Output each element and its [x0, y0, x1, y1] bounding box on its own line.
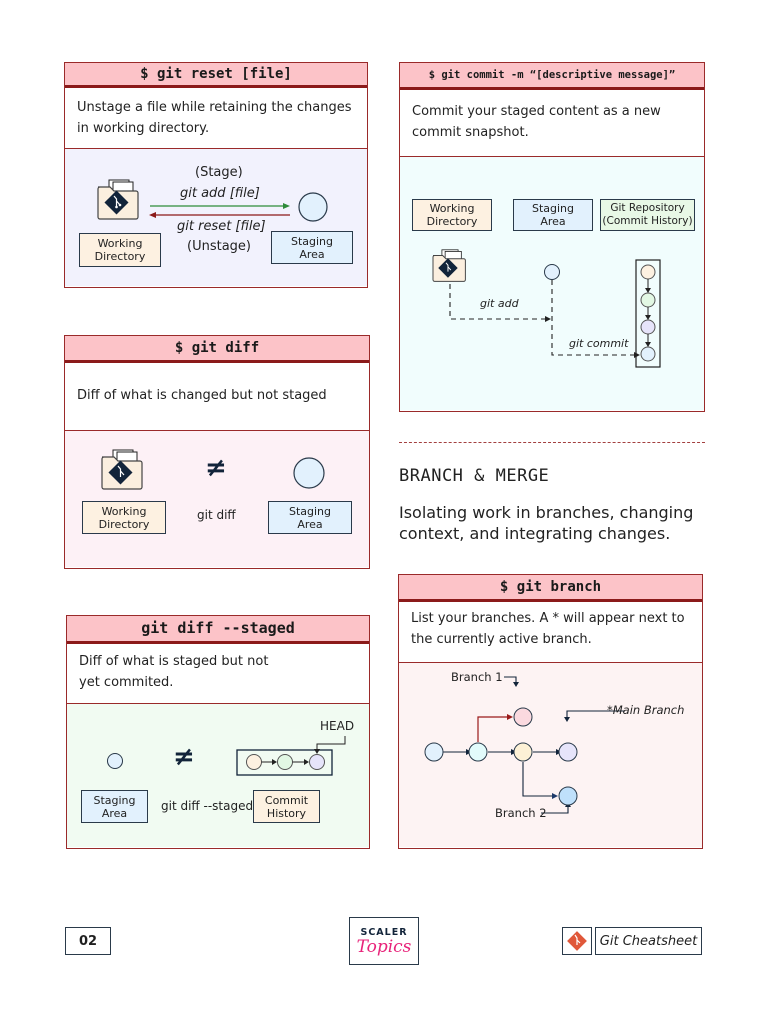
git-diff-diagram: ≠ Working Directory git diff Staging Are… — [65, 431, 369, 567]
document-title: Git Cheatsheet — [599, 933, 698, 949]
commit-node-3 — [640, 319, 656, 335]
branch2-node — [558, 786, 578, 806]
head-label: HEAD — [320, 719, 355, 733]
staging-area-label: Staging Area — [271, 231, 353, 264]
git-logo-icon — [567, 931, 587, 951]
git-reset-diagram: (Stage) git add [file] git reset [file] … — [65, 149, 367, 286]
page-number: 02 — [65, 927, 111, 955]
git-reset-card: $ git reset [file] Unstage a file while … — [64, 62, 368, 288]
commit-node — [424, 742, 444, 762]
git-add-label: git add — [480, 297, 519, 310]
git-commit-description: Commit your staged content as a new comm… — [400, 90, 704, 157]
git-reset-description: Unstage a file while retaining the chang… — [65, 88, 367, 149]
main-head-node — [558, 742, 578, 762]
commit-node — [468, 742, 488, 762]
git-commit-label: git commit — [569, 337, 629, 350]
staging-area-label: Staging Area — [513, 199, 593, 231]
logo-bottom-text: Topics — [356, 936, 412, 957]
git-diff-staged-description: Diff of what is staged but not yet commi… — [67, 644, 369, 704]
scaler-topics-logo: SCALER Topics — [349, 917, 419, 965]
repository-stack — [635, 259, 661, 368]
git-branch-command: $ git branch — [399, 575, 702, 602]
git-diff-staged-label: git diff --staged — [161, 799, 254, 813]
folder-git-icon — [97, 179, 139, 220]
git-branch-description: List your branches. A * will appear next… — [399, 602, 702, 663]
git-commit-card: $ git commit -m “[descriptive message]” … — [399, 62, 705, 412]
git-diff-staged-command: git diff --staged — [67, 616, 369, 644]
staging-area-label: Staging Area — [268, 501, 352, 534]
git-repository-label: Git Repository (Commit History) — [600, 199, 695, 231]
commit-node — [513, 742, 533, 762]
section-title: BRANCH & MERGE — [399, 466, 550, 486]
git-add-label: git add [file] — [180, 186, 260, 201]
stage-label: (Stage) — [195, 165, 243, 180]
branch-graph — [424, 676, 625, 814]
staging-node-icon — [298, 192, 328, 222]
not-equal-icon: ≠ — [173, 742, 195, 772]
commit-node-2 — [640, 292, 656, 308]
page-number-text: 02 — [78, 933, 98, 949]
staging-area-label: Staging Area — [81, 790, 148, 823]
branch1-label: Branch 1 — [451, 670, 503, 684]
staging-node-icon — [293, 457, 325, 489]
git-diff-staged-card: git diff --staged Diff of what is staged… — [66, 615, 370, 849]
git-commit-command: $ git commit -m “[descriptive message]” — [400, 63, 704, 90]
commit-history-label: Commit History — [253, 790, 320, 823]
git-reset-command: $ git reset [file] — [65, 63, 367, 88]
not-equal-icon: ≠ — [205, 453, 227, 483]
commit-node-1 — [640, 264, 656, 280]
working-directory-label: Working Directory — [82, 501, 166, 534]
main-branch-label: *Main Branch — [607, 703, 685, 717]
git-diff-label: git diff — [197, 508, 236, 522]
section-description: Isolating work in branches, changing con… — [399, 503, 694, 543]
folder-git-icon — [432, 249, 466, 282]
git-logo-box — [562, 927, 592, 955]
git-branch-card: $ git branch List your branches. A * wil… — [398, 574, 703, 849]
branch1-node — [513, 707, 533, 727]
commit-flow-diagram — [449, 259, 661, 368]
add-arrow — [149, 203, 290, 218]
document-title-box: Git Cheatsheet — [595, 927, 702, 955]
staging-node-icon — [107, 753, 123, 769]
git-branch-diagram: Branch 1 *Main Branch Branch 2 — [399, 663, 702, 847]
folder-git-icon — [101, 449, 143, 490]
working-directory-label: Working Directory — [412, 199, 492, 231]
staging-node — [544, 264, 560, 280]
working-directory-label: Working Directory — [79, 233, 161, 267]
git-commit-diagram: Working Directory Staging Area Git Repos… — [400, 157, 704, 410]
section-divider — [399, 442, 705, 443]
git-diff-card: $ git diff Diff of what is changed but n… — [64, 335, 370, 569]
git-reset-label: git reset [file] — [177, 219, 266, 234]
unstage-label: (Unstage) — [187, 239, 251, 254]
logo-top-text: SCALER — [360, 926, 408, 938]
commit-node-4 — [640, 346, 656, 362]
commit-history-chain — [236, 736, 346, 776]
git-diff-description: Diff of what is changed but not staged — [65, 363, 369, 431]
git-diff-command: $ git diff — [65, 336, 369, 363]
git-diff-staged-diagram: ≠ HEAD Staging Area git diff --staged Co… — [67, 704, 369, 847]
branch2-label: Branch 2 — [495, 806, 547, 820]
